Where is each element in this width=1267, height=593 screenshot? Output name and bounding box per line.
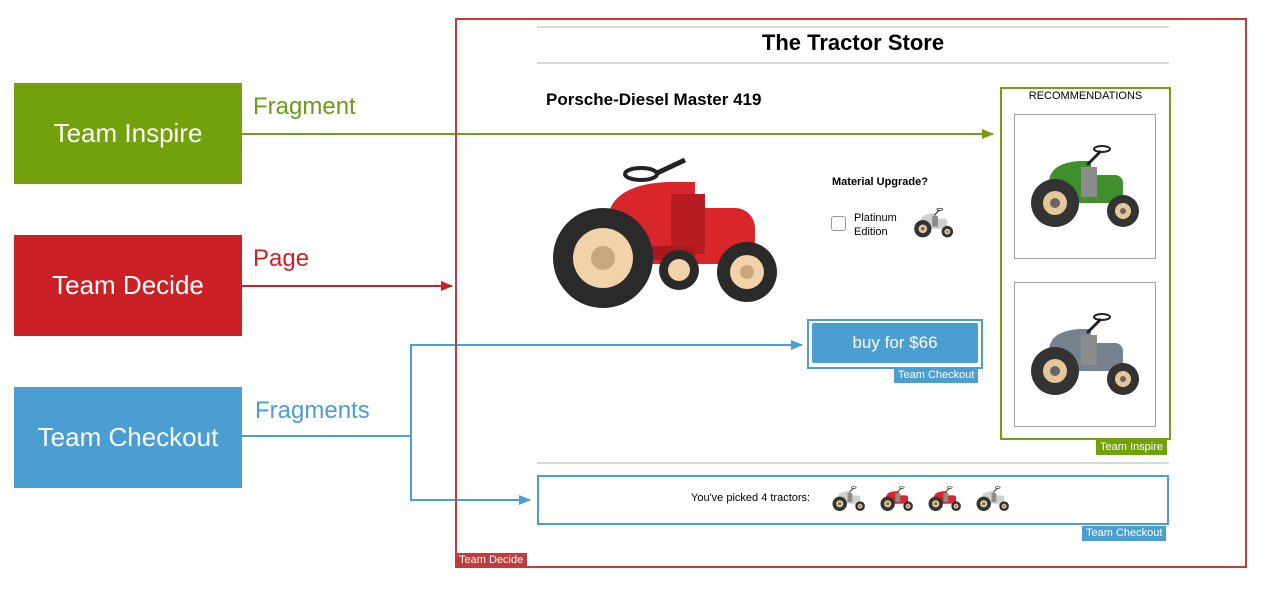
team-decide-page-frame <box>455 18 1247 568</box>
platinum-edition-label[interactable]: Platinum Edition <box>854 212 897 238</box>
platinum-edition-checkbox[interactable] <box>831 216 846 231</box>
team-decide-tag: Team Decide <box>455 553 528 568</box>
minicart-text: You've picked 4 tractors: <box>691 492 811 504</box>
recommendation-card[interactable] <box>1014 114 1156 259</box>
arrow-checkout-to-minicart <box>410 436 531 505</box>
team-inspire-tag: Team Inspire <box>1096 440 1167 455</box>
team-checkout-label: Team Checkout <box>37 422 219 452</box>
connector-label-fragment: Fragment <box>253 93 356 120</box>
connector-label-fragments: Fragments <box>255 397 370 424</box>
team-checkout-box: Team Checkout <box>14 387 242 488</box>
team-decide-label: Team Decide <box>52 270 204 300</box>
header-bottom-divider <box>537 62 1169 64</box>
team-decide-box: Team Decide <box>14 235 242 336</box>
product-title: Porsche-Diesel Master 419 <box>546 90 762 109</box>
minicart-tractor-platinum-icon <box>828 484 870 514</box>
recommendation-card[interactable] <box>1014 282 1156 427</box>
team-inspire-label: Team Inspire <box>53 118 203 148</box>
team-checkout-minicart-tag: Team Checkout <box>1082 526 1167 541</box>
connector-label-page: Page <box>253 245 310 272</box>
team-checkout-buy-tag: Team Checkout <box>894 368 979 383</box>
buy-button[interactable]: buy for $66 <box>812 323 978 363</box>
minicart-tractor-red-icon <box>924 484 966 514</box>
minicart-tractor-platinum-icon <box>972 484 1014 514</box>
platinum-tractor-thumbnail <box>909 205 959 241</box>
recommendations-title: RECOMMENDATIONS <box>1028 90 1143 102</box>
content-bottom-divider <box>537 462 1169 464</box>
tractor-green-icon <box>1021 137 1151 237</box>
minicart-fragment-frame <box>537 475 1169 525</box>
tractor-grey-icon <box>1021 305 1151 405</box>
product-tractor-image <box>553 157 777 308</box>
header-top-divider <box>537 26 1169 28</box>
arrow-checkout-to-buy-button <box>242 340 803 437</box>
minicart-tractor-red-icon <box>876 484 918 514</box>
team-inspire-box: Team Inspire <box>14 83 242 184</box>
material-upgrade-title: Material Upgrade? <box>832 176 928 188</box>
store-title: The Tractor Store <box>761 30 945 55</box>
recommendations-fragment-frame <box>1000 87 1171 440</box>
